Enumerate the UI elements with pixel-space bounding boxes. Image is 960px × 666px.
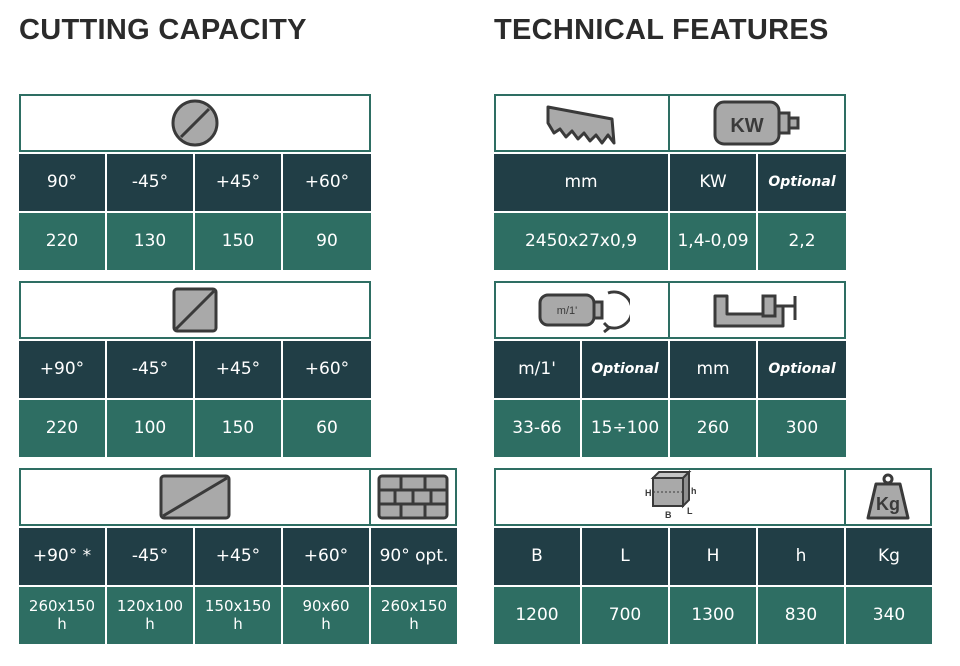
rect-capacity-table: +90° * -45° +45° +60° 90° opt. 260x150 h… [19, 468, 457, 644]
speed-vise-table: m/1' m/1' Optional mm Optional 33-66 15÷… [494, 281, 846, 457]
blade-speed-icon: m/1' [538, 290, 630, 334]
motor-header-cell: KW [670, 154, 758, 211]
box-label-B: B [665, 510, 672, 520]
weight-value-cell: 340 [846, 587, 932, 644]
dimension-header-cell: H [670, 528, 758, 585]
speed-section-header: m/1' [494, 281, 670, 339]
dimensions-section-header: H h B L [494, 468, 846, 526]
rect-header-cell: +60° [283, 528, 371, 585]
blade-header-cell: mm [494, 154, 670, 211]
dimension-value-cell: 830 [758, 587, 846, 644]
square-bar-icon [172, 287, 218, 333]
round-section-header [19, 94, 371, 152]
blade-motor-table: KW mm KW Optional 2450x27x0,9 1,4-0,09 2… [494, 94, 846, 270]
weight-icon-label: Kg [876, 494, 900, 514]
rect-value-cell: 260x150 h [19, 587, 107, 644]
motor-optional-value-cell: 2,2 [758, 213, 846, 270]
technical-features-title: TECHNICAL FEATURES [494, 14, 829, 46]
motor-optional-header-cell: Optional [758, 154, 846, 211]
dimension-header-cell: L [582, 528, 670, 585]
motor-section-header: KW [670, 94, 846, 152]
motor-kw-icon: KW [713, 100, 800, 146]
speed-optional-header-cell: Optional [582, 341, 670, 398]
vise-header-cell: mm [670, 341, 758, 398]
square-section-header [19, 281, 371, 339]
square-value-cell: 60 [283, 400, 371, 457]
weight-header-cell: Kg [846, 528, 932, 585]
motor-icon-label: KW [730, 115, 763, 137]
dimension-header-cell: h [758, 528, 846, 585]
round-value-cell: 130 [107, 213, 195, 270]
box-label-h: h [691, 486, 697, 496]
dimension-header-cell: B [494, 528, 582, 585]
dimension-value-cell: 1200 [494, 587, 582, 644]
cutting-capacity-title: CUTTING CAPACITY [19, 14, 307, 46]
weight-section-header: Kg [846, 468, 932, 526]
blade-value-cell: 2450x27x0,9 [494, 213, 670, 270]
round-capacity-table: 90° -45° +45° +60° 220 130 150 90 [19, 94, 371, 270]
rect-header-cell: +45° [195, 528, 283, 585]
rect-value-cell: 150x150 h [195, 587, 283, 644]
square-header-cell: +60° [283, 341, 371, 398]
vise-optional-header-cell: Optional [758, 341, 846, 398]
round-bar-icon [171, 99, 219, 147]
round-header-cell: 90° [19, 154, 107, 211]
rect-value-cell: 260x150 h [371, 587, 457, 644]
dimensions-weight-table: H h B L Kg B L H h Kg 1200 700 1300 830 … [494, 468, 932, 644]
rect-value-cell: 120x100 h [107, 587, 195, 644]
motor-value-cell: 1,4-0,09 [670, 213, 758, 270]
round-value-cell: 90 [283, 213, 371, 270]
speed-header-cell: m/1' [494, 341, 582, 398]
square-value-cell: 150 [195, 400, 283, 457]
round-header-cell: -45° [107, 154, 195, 211]
rectangular-bar-icon [159, 474, 231, 520]
round-value-cell: 220 [19, 213, 107, 270]
vise-value-cell: 260 [670, 400, 758, 457]
saw-blade-icon [546, 105, 616, 145]
bundle-vise-icon [377, 474, 449, 520]
rect-value-cell: 90x60 h [283, 587, 371, 644]
speed-icon-label: m/1' [557, 305, 577, 317]
rect-header-cell: 90° opt. [371, 528, 457, 585]
dimension-value-cell: 700 [582, 587, 670, 644]
box-label-H: H [645, 488, 652, 498]
speed-value-cell: 33-66 [494, 400, 582, 457]
blade-section-header [494, 94, 670, 152]
rect-section-header [19, 468, 371, 526]
round-header-cell: +45° [195, 154, 283, 211]
speed-optional-value-cell: 15÷100 [582, 400, 670, 457]
dimension-value-cell: 1300 [670, 587, 758, 644]
round-header-cell: +60° [283, 154, 371, 211]
dimensions-box-icon: H h B L [645, 469, 697, 520]
vise-icon [713, 294, 797, 328]
bundle-section-header [371, 468, 457, 526]
square-capacity-table: +90° -45° +45° +60° 220 100 150 60 [19, 281, 371, 457]
rect-header-cell: -45° [107, 528, 195, 585]
vise-optional-value-cell: 300 [758, 400, 846, 457]
box-label-L: L [687, 506, 693, 516]
vise-section-header [670, 281, 846, 339]
round-value-cell: 150 [195, 213, 283, 270]
square-header-cell: -45° [107, 341, 195, 398]
square-header-cell: +90° [19, 341, 107, 398]
weight-icon: Kg [866, 473, 910, 520]
rect-header-cell: +90° * [19, 528, 107, 585]
square-header-cell: +45° [195, 341, 283, 398]
square-value-cell: 220 [19, 400, 107, 457]
square-value-cell: 100 [107, 400, 195, 457]
